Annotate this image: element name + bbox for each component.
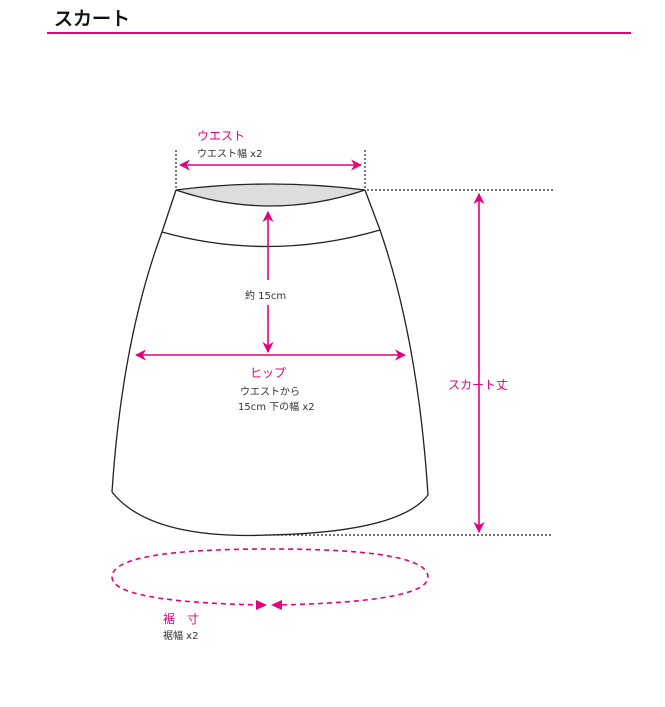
approx-15cm-label: 約 15cm — [245, 291, 287, 302]
hem-label: 裾 寸 — [163, 612, 200, 626]
guide-lines — [175, 150, 553, 536]
left-side — [111, 189, 177, 493]
hip-note-2: 15cm 下の幅 x2 — [238, 402, 315, 413]
hem-arrowhead-right — [271, 600, 282, 610]
waist-opening — [175, 183, 366, 207]
right-side — [364, 189, 429, 496]
waist-note: ウエスト幅 x2 — [197, 149, 263, 160]
hem-line — [111, 491, 429, 537]
skirt-length-label: スカート丈 — [448, 378, 509, 392]
hip-note-1: ウエストから — [240, 387, 300, 398]
hip-label: ヒップ — [250, 366, 287, 380]
title-underline — [47, 32, 631, 34]
skirt-outline — [111, 183, 429, 537]
measure-arrows — [111, 159, 485, 606]
waistband-line — [161, 229, 381, 248]
hem-note: 裾幅 x2 — [163, 631, 199, 642]
waist-label: ウエスト — [197, 129, 246, 143]
page-title: スカート — [54, 8, 131, 30]
hem-arrowhead-left — [256, 600, 267, 610]
hem-ellipse — [111, 548, 429, 606]
